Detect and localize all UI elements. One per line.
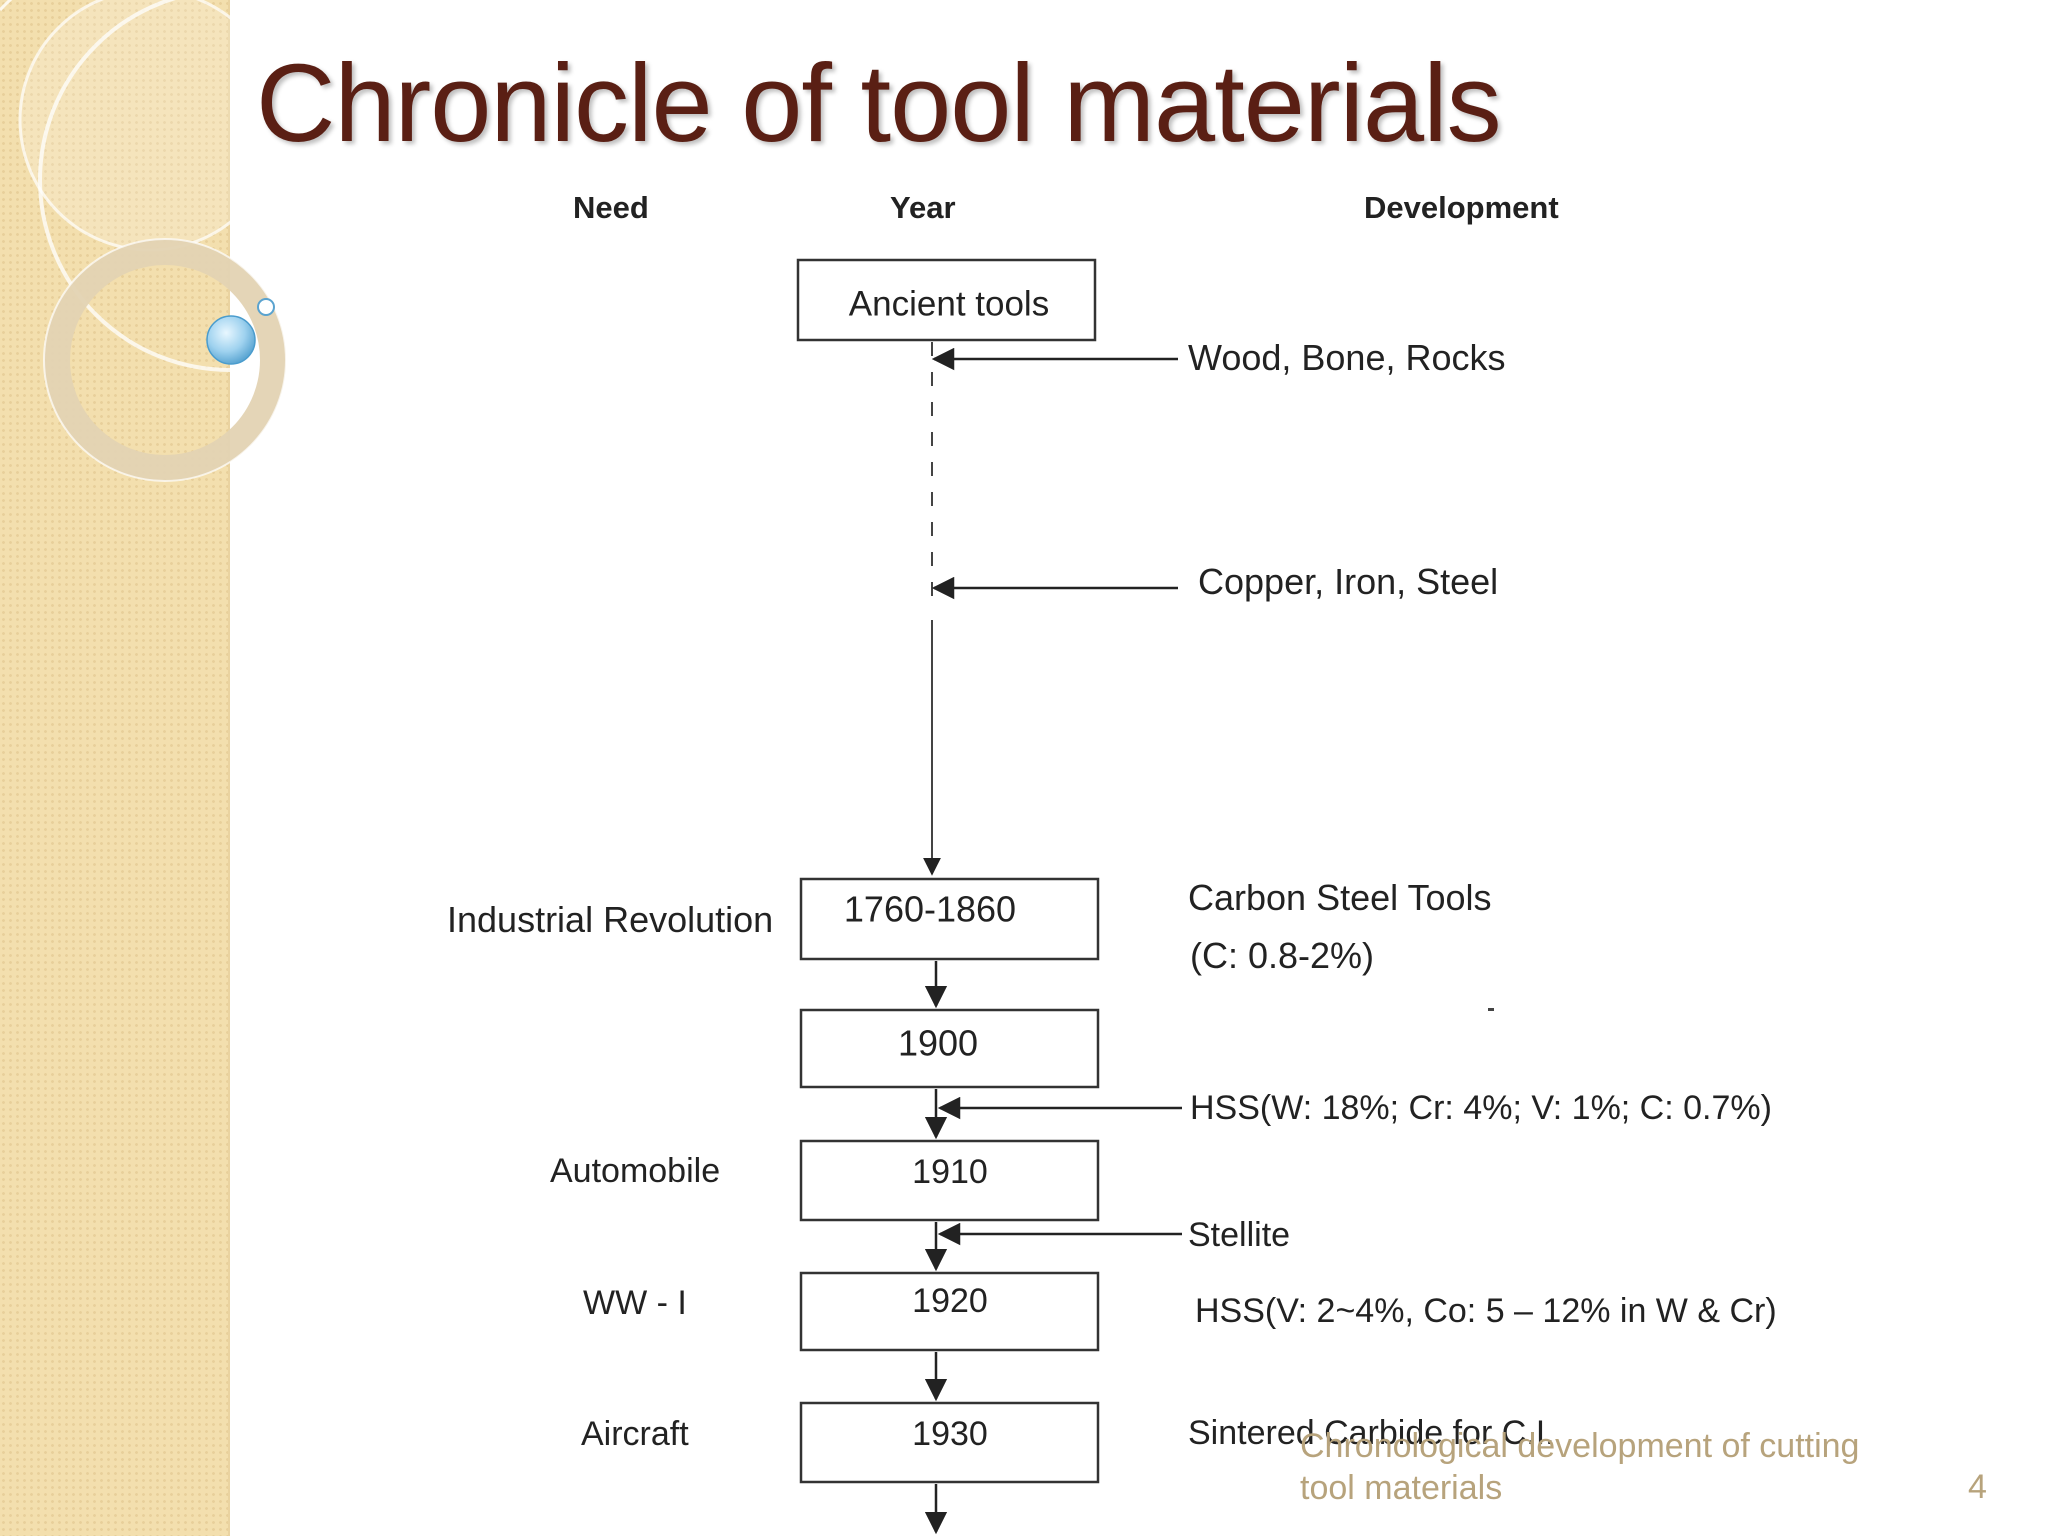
need-automobile: Automobile [550, 1152, 720, 1190]
year-label-1910: 1910 [912, 1153, 988, 1191]
year-label-1900: 1900 [898, 1023, 978, 1064]
footer-caption: Chronological development of cutting too… [1300, 1427, 1860, 1507]
dev-wood-bone-rocks: Wood, Bone, Rocks [1188, 337, 1506, 378]
need-aircraft: Aircraft [581, 1415, 689, 1453]
year-label-1760-1860: 1760-1860 [844, 889, 1016, 930]
year-box-1920 [799, 1271, 1100, 1352]
year-box-1910 [799, 1139, 1100, 1222]
ring-thick-highlight [43, 238, 287, 482]
bubble-large [206, 315, 256, 365]
dev-stellite: Stellite [1188, 1216, 1290, 1254]
year-label-1920: 1920 [912, 1282, 988, 1320]
year-box-1760-1860 [799, 877, 1100, 961]
year-box-1930 [799, 1401, 1100, 1484]
box-ancient-tools [796, 258, 1097, 342]
header-need: Need [573, 190, 649, 225]
dev-copper-iron-steel: Copper, Iron, Steel [1198, 561, 1498, 602]
ring-large [38, 0, 300, 372]
dev-sintered-carbide: Sintered Carbide for C.I. [1188, 1414, 1555, 1452]
year-label-1930: 1930 [912, 1415, 988, 1453]
need-ww1: WW - I [583, 1284, 687, 1322]
need-industrial-revolution: Industrial Revolution [447, 899, 773, 940]
slide-title: Chronicle of tool materials [256, 42, 1502, 165]
box-ancient-tools-label: Ancient tools [849, 284, 1049, 323]
page-number: 4 [1968, 1468, 1987, 1506]
dev-hss: HSS(W: 18%; Cr: 4%; V: 1%; C: 0.7%) [1190, 1089, 1772, 1127]
dev-hss-v: HSS(V: 2~4%, Co: 5 – 12% in W & Cr) [1195, 1292, 1777, 1330]
stray-dot [1488, 1008, 1494, 1011]
header-year: Year [890, 190, 956, 225]
bubble-small [257, 298, 275, 316]
ring-thick [44, 239, 286, 481]
dev-carbon-steel-line1: Carbon Steel Tools [1188, 877, 1492, 918]
header-development: Development [1364, 190, 1559, 225]
dev-carbon-steel-line2: (C: 0.8-2%) [1190, 935, 1374, 976]
decorative-rings [0, 0, 300, 482]
year-box-1900 [799, 1008, 1100, 1089]
